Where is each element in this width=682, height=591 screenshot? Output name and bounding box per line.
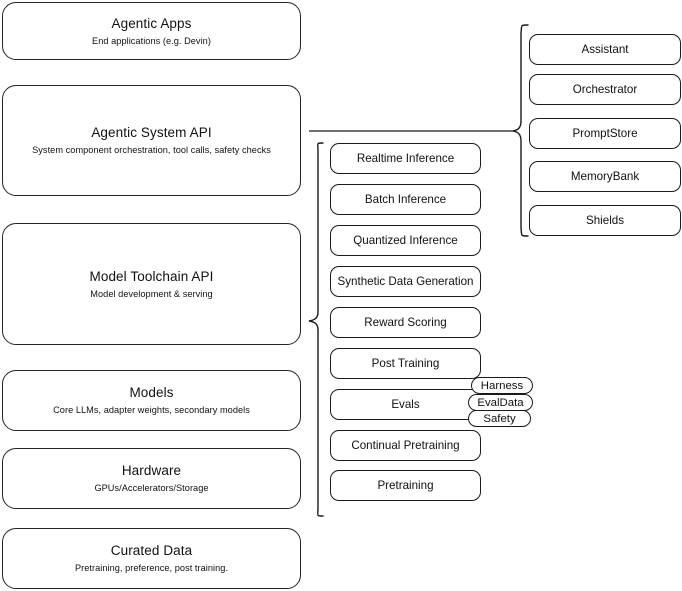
- layer-title: Agentic Apps: [111, 15, 192, 31]
- component-label: Orchestrator: [572, 83, 638, 96]
- capability-synthetic-data-generation[interactable]: Synthetic Data Generation: [330, 266, 481, 297]
- capability-label: Quantized Inference: [353, 234, 458, 247]
- capability-pretraining[interactable]: Pretraining: [330, 470, 481, 501]
- layer-title: Curated Data: [110, 543, 193, 558]
- capability-label: Batch Inference: [364, 193, 447, 206]
- brace-system-components: [508, 20, 534, 244]
- layer-curated-data[interactable]: Curated Data Pretraining, preference, po…: [2, 528, 301, 589]
- layer-models[interactable]: Models Core LLMs, adapter weights, secon…: [2, 370, 301, 431]
- layer-title: Agentic System API: [91, 125, 212, 140]
- component-shields[interactable]: Shields: [529, 205, 681, 236]
- capability-label: Synthetic Data Generation: [337, 275, 474, 288]
- capability-label: Pretraining: [377, 479, 434, 492]
- layer-subtitle: Core LLMs, adapter weights, secondary mo…: [53, 405, 250, 415]
- layer-title: Model Toolchain API: [89, 268, 214, 284]
- layer-subtitle: System component orchestration, tool cal…: [32, 145, 271, 155]
- connector-system-api-line: [301, 120, 521, 144]
- capability-quantized-inference[interactable]: Quantized Inference: [330, 225, 481, 256]
- layer-agentic-system-api[interactable]: Agentic System API System component orch…: [2, 85, 301, 196]
- component-label: PromptStore: [572, 127, 638, 140]
- component-assistant[interactable]: Assistant: [529, 34, 681, 65]
- capability-label: Post Training: [371, 357, 440, 370]
- capability-reward-scoring[interactable]: Reward Scoring: [330, 307, 481, 338]
- layer-hardware[interactable]: Hardware GPUs/Accelerators/Storage: [2, 448, 301, 509]
- layer-subtitle: Pretraining, preference, post training.: [74, 563, 229, 573]
- pill-label: EvalData: [477, 396, 524, 409]
- pill-label: Harness: [480, 379, 524, 392]
- capability-label: Evals: [391, 398, 420, 411]
- pill-label: Safety: [483, 412, 516, 425]
- component-label: MemoryBank: [570, 170, 640, 183]
- capability-post-training[interactable]: Post Training: [330, 348, 481, 379]
- evals-subcomponent-safety[interactable]: Safety: [468, 410, 531, 427]
- capability-realtime-inference[interactable]: Realtime Inference: [330, 143, 481, 174]
- layer-agentic-apps[interactable]: Agentic Apps End applications (e.g. Devi…: [2, 2, 301, 60]
- capability-continual-pretraining[interactable]: Continual Pretraining: [330, 430, 481, 461]
- capability-label: Realtime Inference: [356, 152, 455, 165]
- layer-model-toolchain-api[interactable]: Model Toolchain API Model development & …: [2, 223, 301, 345]
- evals-subcomponent-harness[interactable]: Harness: [471, 377, 533, 394]
- layer-title: Hardware: [121, 463, 182, 478]
- layer-title: Models: [129, 385, 174, 400]
- layer-subtitle: GPUs/Accelerators/Storage: [94, 483, 209, 493]
- capability-evals[interactable]: Evals: [330, 389, 481, 420]
- component-label: Assistant: [581, 43, 629, 56]
- capability-label: Continual Pretraining: [351, 439, 460, 452]
- capability-batch-inference[interactable]: Batch Inference: [330, 184, 481, 215]
- component-memorybank[interactable]: MemoryBank: [529, 161, 681, 192]
- evals-subcomponent-evaldata[interactable]: EvalData: [468, 394, 533, 411]
- layer-subtitle: Model development & serving: [90, 288, 213, 299]
- capability-label: Reward Scoring: [364, 316, 447, 329]
- brace-toolchain-capabilities: [305, 138, 327, 524]
- layer-subtitle: End applications (e.g. Devin): [92, 35, 211, 46]
- component-promptstore[interactable]: PromptStore: [529, 118, 681, 149]
- component-orchestrator[interactable]: Orchestrator: [529, 74, 681, 105]
- component-label: Shields: [585, 214, 625, 227]
